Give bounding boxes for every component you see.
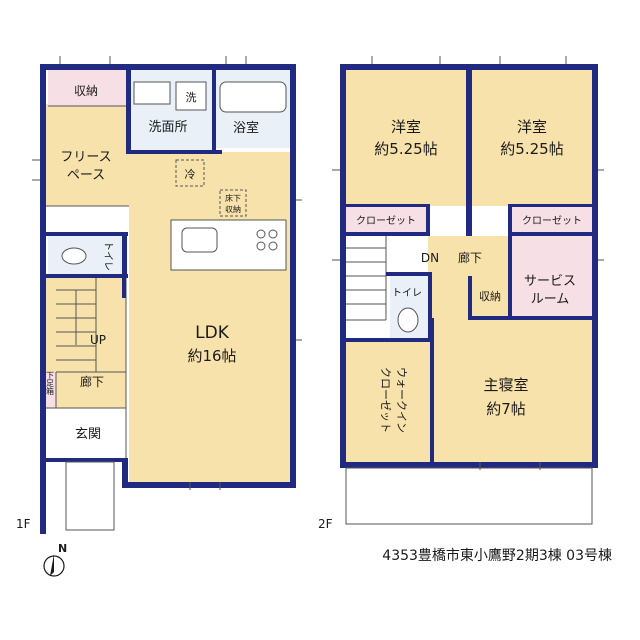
floor-1: 収納 洗面所 洗 浴室 フリース ペース 冷 床下 収納 トイレ UP 廊下 下… — [16, 56, 302, 534]
bathtub-icon — [219, 81, 287, 113]
hallway-2f-label: 廊下 — [458, 250, 482, 265]
western2-floor — [472, 70, 592, 206]
service-room-label-2: ルーム — [531, 292, 570, 307]
toilet-1f-fill — [48, 236, 126, 276]
floor2-label: 2F — [318, 517, 333, 531]
western2-size-label: 約5.25帖 — [500, 140, 563, 158]
free-space-floor — [44, 104, 129, 206]
floor-2: 洋室 約5.25帖 洋室 約5.25帖 クローゼット クローゼット DN 廊下 … — [318, 56, 604, 531]
washer-box — [175, 81, 207, 111]
stairs-1f — [56, 276, 97, 372]
toilet-1f-icon — [61, 247, 87, 265]
balcony — [345, 467, 593, 525]
compass-arrow-icon — [50, 554, 54, 576]
underfloor-storage-box — [219, 189, 247, 217]
ldk-floor — [129, 152, 295, 482]
closet2-label: クローゼット — [522, 215, 582, 227]
compass-label: N — [58, 542, 67, 555]
dn-label: DN — [421, 251, 439, 265]
stove-icon — [256, 229, 266, 239]
western1-size-label: 約5.25帖 — [374, 140, 437, 158]
service-room-label-1: サービス — [524, 274, 576, 289]
toilet-2f-label: トイレ — [392, 288, 422, 299]
ldk-label: LDK — [195, 323, 230, 343]
washroom-label: 洗面所 — [148, 120, 187, 135]
closet1-label: クローゼット — [356, 215, 416, 227]
floor1-label: 1F — [16, 517, 31, 531]
toilet-2f-icon — [397, 307, 419, 333]
svg-text:下足箱: 下足箱 — [46, 371, 55, 396]
wash-basin-icon — [133, 81, 171, 105]
storage-2f-label: 収納 — [479, 290, 501, 303]
porch — [65, 461, 115, 531]
closet2-fill — [512, 206, 592, 234]
walkin-label-1: ウォークイン — [395, 367, 408, 433]
compass: N — [43, 542, 67, 577]
up-label: UP — [90, 333, 106, 347]
free-space-label-1: フリース — [60, 150, 111, 165]
ldk-size-label: 約16帖 — [187, 347, 236, 365]
closet1-fill — [346, 206, 426, 234]
fridge-box — [175, 159, 205, 187]
windows-2f — [332, 56, 604, 470]
master-floor — [430, 318, 592, 462]
toilet-1f-label: トイレ — [102, 241, 113, 271]
fridge-label: 冷 — [185, 168, 196, 181]
washer-label: 洗 — [186, 91, 197, 104]
storage-1f-fill — [48, 70, 128, 106]
hallway-1f-label: 廊下 — [80, 374, 104, 389]
stairs-2f — [346, 236, 387, 321]
entrance-label: 玄関 — [75, 427, 101, 442]
shoe-box-label: 下足箱 — [46, 371, 55, 396]
shoe-box-fill — [44, 372, 56, 408]
underfloor-label-1: 床下 — [225, 193, 241, 203]
master-label: 主寝室 — [483, 376, 528, 394]
western2-label: 洋室 — [517, 118, 547, 136]
walkin-fill — [346, 340, 430, 462]
western1-label: 洋室 — [391, 118, 421, 136]
entrance-floor — [44, 408, 126, 460]
master-size-label: 約7帖 — [486, 400, 526, 418]
storage-1f-label: 収納 — [74, 84, 98, 98]
walkin-label-2: クローゼット — [379, 367, 392, 433]
free-space-label-2: ペース — [67, 168, 105, 183]
windows-1f — [32, 56, 302, 490]
bath-label: 浴室 — [233, 120, 259, 136]
service-room-fill — [508, 236, 592, 318]
sink-icon — [181, 227, 218, 253]
caption: 4353豊橋市東小鷹野2期3棟 03号棟 — [382, 547, 612, 564]
underfloor-label-2: 収納 — [225, 204, 241, 214]
western1-floor — [346, 70, 468, 206]
